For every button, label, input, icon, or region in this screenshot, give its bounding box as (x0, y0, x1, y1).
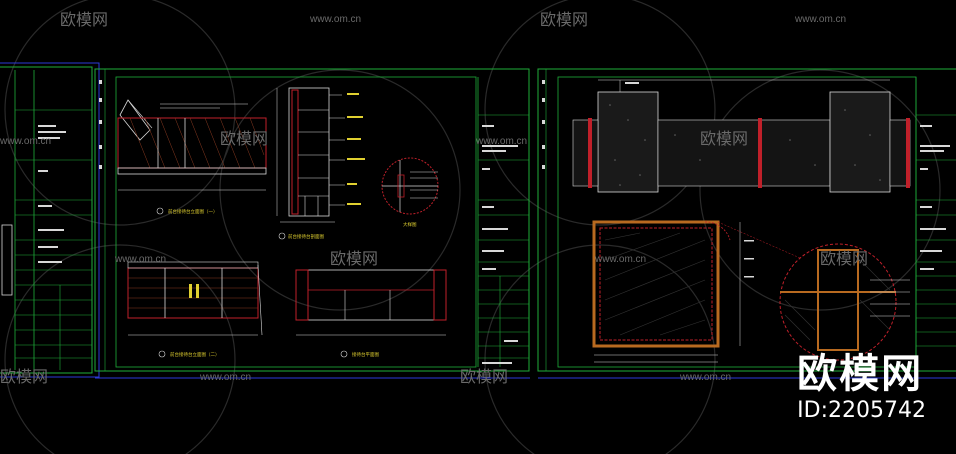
column-elevation (572, 79, 911, 193)
svg-text:欧模网: 欧模网 (540, 11, 588, 29)
svg-text:欧模网: 欧模网 (820, 250, 868, 268)
svg-text:欧模网: 欧模网 (0, 368, 48, 386)
elevation-2-desk: 前台接待台立面图（二） (127, 261, 263, 358)
section-cabinet: 前台接待台剖面图 (276, 87, 365, 240)
svg-text:www.om.cn: www.om.cn (475, 136, 527, 147)
model-id-label: ID:2205742 (797, 398, 926, 423)
elevation-1-desk: 前台接待台立面图（一） (117, 99, 267, 215)
sheet-column-detail[interactable] (537, 68, 956, 379)
svg-text:www.om.cn: www.om.cn (594, 254, 646, 265)
brand-logo-text: 欧模网 (797, 351, 924, 397)
column-plan (592, 220, 801, 363)
svg-text:欧模网: 欧模网 (700, 130, 748, 148)
plan-desk: 接待台平面图 (295, 269, 447, 358)
detail-circle: 大样图 (381, 157, 439, 228)
svg-text:www.om.cn: www.om.cn (0, 136, 51, 147)
caption-detail: 大样图 (403, 221, 417, 228)
brand-overlay: 欧模网 ID:2205742 (797, 352, 926, 424)
svg-text:www.om.cn: www.om.cn (309, 14, 361, 25)
svg-text:欧模网: 欧模网 (330, 250, 378, 268)
sheet-left-partial (0, 62, 100, 378)
watermark-logo-1: 欧模网 (60, 11, 108, 29)
svg-text:www.om.cn: www.om.cn (114, 254, 166, 265)
svg-text:www.om.cn: www.om.cn (794, 14, 846, 25)
svg-text:www.om.cn: www.om.cn (679, 372, 731, 383)
svg-text:www.om.cn: www.om.cn (199, 372, 251, 383)
caption-plan: 接待台平面图 (352, 351, 379, 358)
svg-text:欧模网: 欧模网 (60, 11, 108, 29)
caption-section: 前台接待台剖面图 (288, 233, 324, 240)
caption-elevation-1: 前台接待台立面图（一） (168, 208, 218, 215)
caption-elevation-2: 前台接待台立面图（二） (170, 351, 220, 358)
watermark-layer: 欧模网 www.om.cn 欧模网 www.om.cn www.om.cn 欧模… (0, 11, 868, 386)
column-detail-circle (779, 243, 910, 361)
svg-text:欧模网: 欧模网 (220, 130, 268, 148)
svg-text:欧模网: 欧模网 (460, 368, 508, 386)
sheet-reception-elevation[interactable]: 前台接待台立面图（一） (94, 68, 530, 379)
